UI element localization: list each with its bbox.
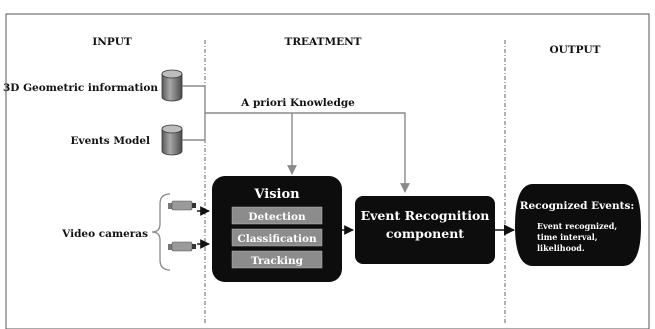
video-camera-icon [168,241,196,252]
output-line-2: time interval, [537,232,598,242]
event-recognition-box [355,196,495,264]
input-label-video-cameras: Video cameras [61,228,148,240]
output-line-3: likelihood. [537,243,585,253]
vision-step-detection-box [231,206,323,225]
input-label-geometric: 3D Geometric information [3,82,158,94]
vision-step-classification-box [231,228,323,247]
diagram-frame [5,13,650,329]
cameras-brace [151,193,171,271]
input-label-events-model: Events Model [71,135,150,147]
output-line-1: Event recognized, [537,221,617,231]
vision-step-tracking-box [231,250,323,269]
vision-step-classification: Classification [237,233,317,245]
knowledge-label: A priori Knowledge [240,97,355,109]
database-cylinder-icon [161,69,183,102]
output-title: Recognized Events: [520,200,634,212]
vision-step-tracking: Tracking [251,255,304,267]
output-shape [515,184,641,266]
event-recognition-line2: component [386,226,464,241]
database-cylinder-icon [161,124,183,156]
events-model-connector [182,113,206,141]
column-header-input: INPUT [92,36,132,48]
column-header-treatment: TREATMENT [285,36,362,48]
video-camera-icon [168,200,196,211]
event-recognition-line1: Event Recognition [361,208,490,223]
column-header-output: OUTPUT [550,44,601,56]
vision-step-detection: Detection [248,211,306,223]
vision-title: Vision [253,187,300,202]
